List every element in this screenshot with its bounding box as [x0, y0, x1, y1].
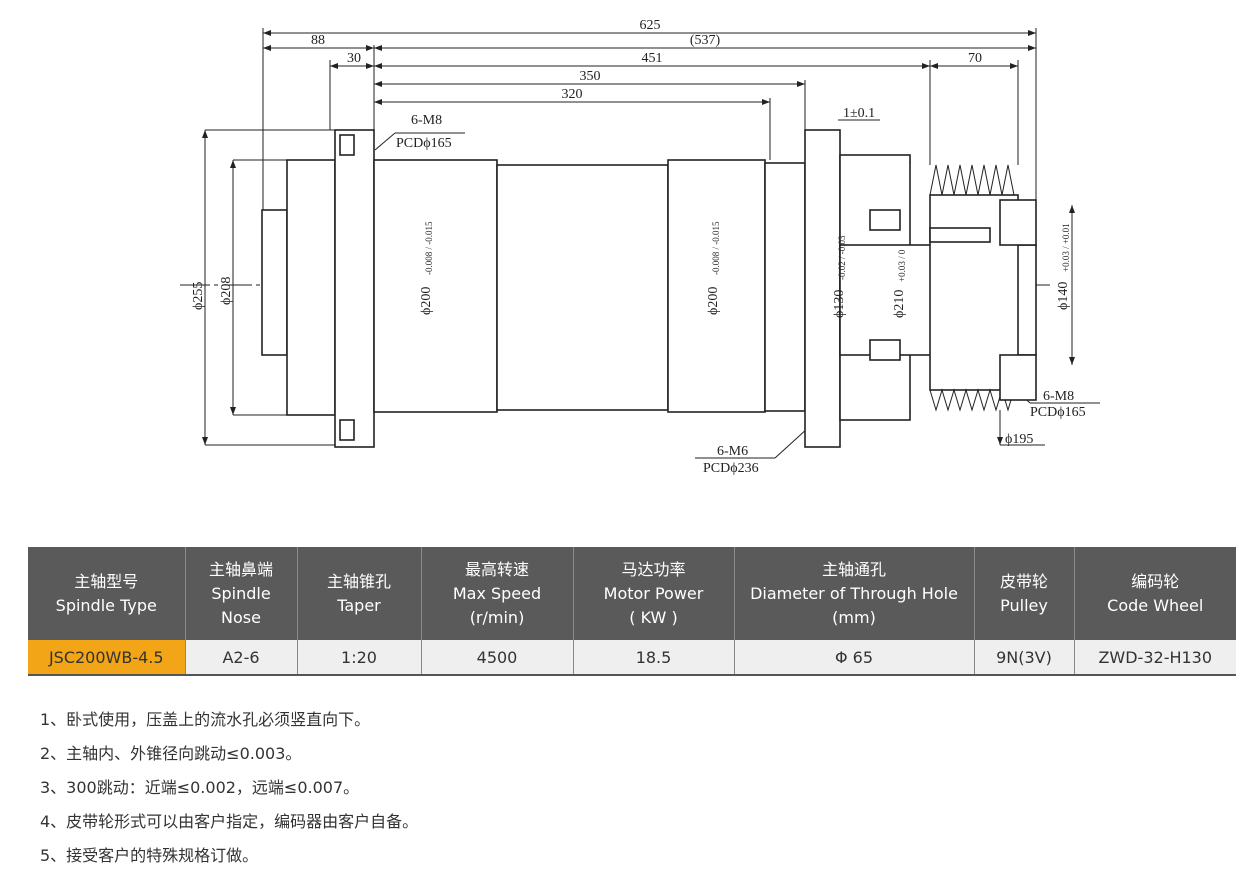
pulley-pcd: PCDϕ165 [1030, 405, 1086, 420]
tol-200-front: -0.008 / -0.015 [711, 221, 721, 275]
tol-130: -0.02 / -0.03 [837, 235, 847, 280]
dim-dia200-rear: ϕ200 [419, 287, 434, 315]
dim-320: 320 [562, 87, 583, 102]
dim-dia140: ϕ140 [1056, 282, 1071, 310]
dim-gap: 1±0.1 [843, 106, 875, 121]
dim-flange: 30 [347, 51, 361, 66]
cell-max-speed: 4500 [421, 640, 574, 676]
dim-rear: 88 [311, 33, 325, 48]
tol-140: +0.03 / +0.01 [1061, 223, 1071, 272]
front-pcd: PCDϕ236 [703, 461, 759, 476]
spindle-body [261, 129, 1037, 448]
tol-210: +0.03 / 0 [897, 249, 907, 282]
cell-code-wheel: ZWD-32-H130 [1074, 640, 1236, 676]
dim-451: 451 [642, 51, 663, 66]
cell-motor-power: 18.5 [573, 640, 735, 676]
dim-dia195: ϕ195 [1005, 432, 1033, 447]
pulley-thread: 6-M8 [1043, 389, 1074, 404]
spindle-drawing: 625 88 (537) 30 451 70 350 320 1±0.1 6-M… [180, 18, 1100, 476]
table-row: JSC200WB-4.5 A2-6 1:20 4500 18.5 Φ 65 9N… [28, 640, 1236, 676]
dim-overall: 625 [640, 18, 661, 33]
cell-through-hole: Φ 65 [734, 640, 975, 676]
dim-dia208: ϕ208 [219, 277, 234, 305]
dim-dia210: ϕ210 [892, 290, 907, 318]
note-item: 5、接受客户的特殊规格订做。 [40, 846, 259, 865]
dim-350: 350 [580, 69, 601, 84]
dim-front-ref: (537) [690, 33, 721, 48]
rear-thread: 6-M8 [411, 113, 442, 128]
dim-dia200-front: ϕ200 [706, 287, 721, 315]
cell-spindle-nose: A2-6 [185, 640, 298, 676]
note-item: 1、卧式使用，压盖上的流水孔必须竖直向下。 [40, 710, 371, 729]
note-item: 3、300跳动：近端≤0.002，远端≤0.007。 [40, 778, 360, 797]
dim-pulley-length: 70 [968, 51, 982, 66]
dim-dia255: ϕ255 [191, 282, 206, 310]
dim-dia130: ϕ130 [832, 290, 847, 318]
note-item: 2、主轴内、外锥径向跳动≤0.003。 [40, 744, 302, 763]
note-item: 4、皮带轮形式可以由客户指定，编码器由客户自备。 [40, 812, 419, 831]
cell-taper: 1:20 [297, 640, 422, 676]
cell-pulley: 9N(3V) [974, 640, 1075, 676]
front-thread: 6-M6 [717, 444, 748, 459]
tol-200-rear: -0.008 / -0.015 [424, 221, 434, 275]
notes-list: 1、卧式使用，压盖上的流水孔必须竖直向下。 2、主轴内、外锥径向跳动≤0.003… [40, 708, 418, 878]
rear-pcd: PCDϕ165 [396, 136, 452, 151]
cell-spindle-type: JSC200WB-4.5 [28, 640, 186, 676]
